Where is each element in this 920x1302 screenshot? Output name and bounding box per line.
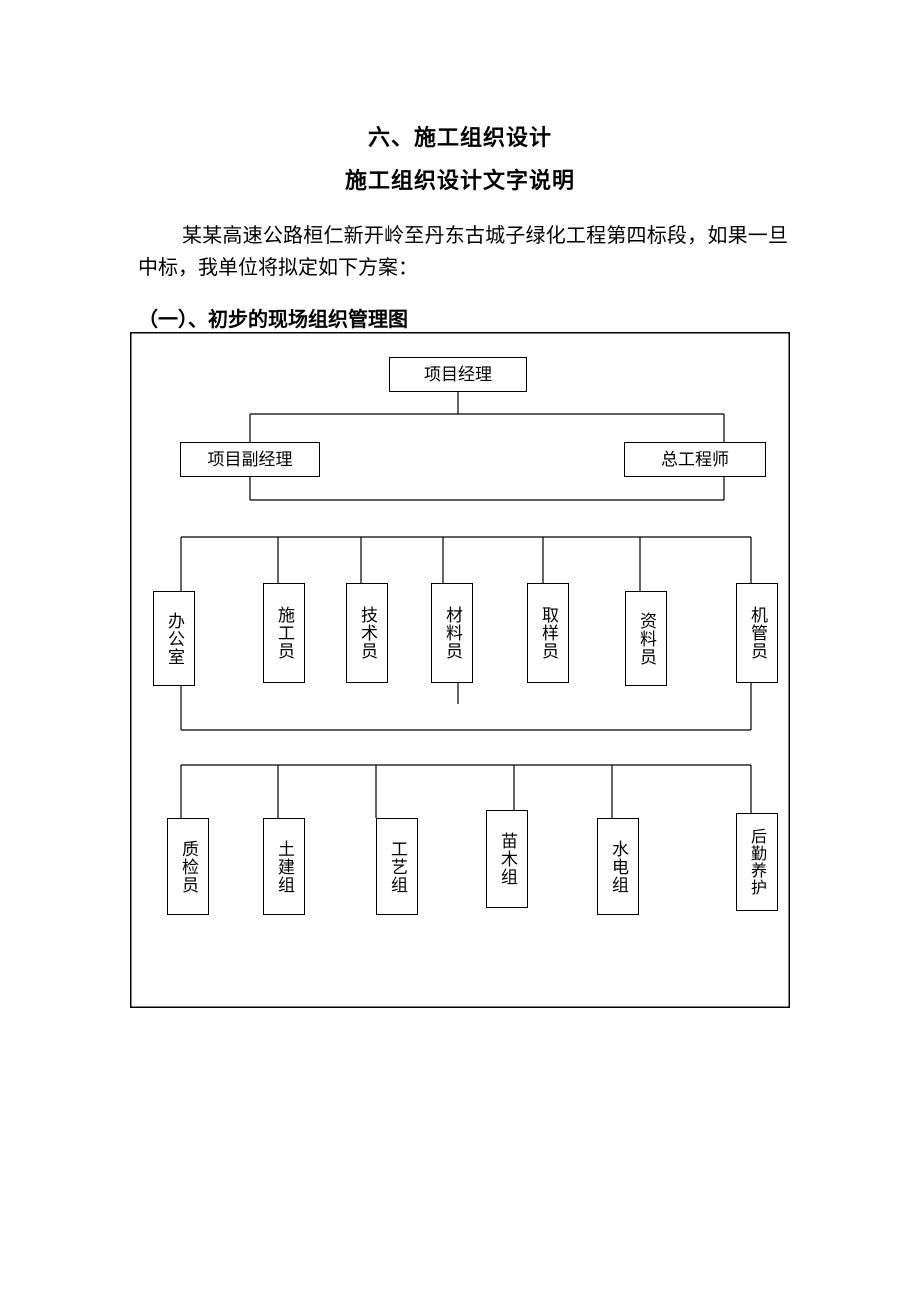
chart-border: [130, 332, 790, 1008]
node-team-nursery: 苗木组: [486, 810, 528, 908]
sub-heading: 施工组织设计文字说明: [344, 168, 575, 194]
node-team-quality: 质检员: [167, 818, 209, 915]
node-staff-materials: 材料员: [431, 583, 473, 683]
node-staff-technician: 技术员: [346, 583, 388, 683]
main-heading: 六、施工组织设计: [367, 125, 552, 151]
node-chief-engineer: 总工程师: [624, 442, 766, 477]
node-staff-office: 办公室: [153, 591, 195, 686]
node-team-civil: 土建组: [263, 818, 305, 915]
node-staff-machinery: 机管员: [736, 583, 778, 683]
section-title: （一）、初步的现场组织管理图: [138, 307, 408, 331]
node-team-logistics: 后勤养护: [736, 813, 778, 911]
node-team-craft: 工艺组: [376, 818, 418, 915]
node-project-manager: 项目经理: [389, 357, 527, 392]
node-team-plumbing: 水电组: [597, 818, 639, 915]
node-staff-documents: 资料员: [625, 591, 667, 686]
node-staff-construction: 施工员: [263, 583, 305, 683]
org-chart-lines: [130, 332, 790, 1008]
org-chart: 项目经理 项目副经理 总工程师 办公室 施工员 技术员 材料员 取样员 资料员 …: [130, 332, 790, 1008]
node-staff-sampling: 取样员: [527, 583, 569, 683]
intro-paragraph: 某某高速公路桓仁新开岭至丹东古城子绿化工程第四标段，如果一旦中标，我单位将拟定如…: [138, 223, 788, 279]
node-deputy-manager: 项目副经理: [180, 442, 320, 477]
